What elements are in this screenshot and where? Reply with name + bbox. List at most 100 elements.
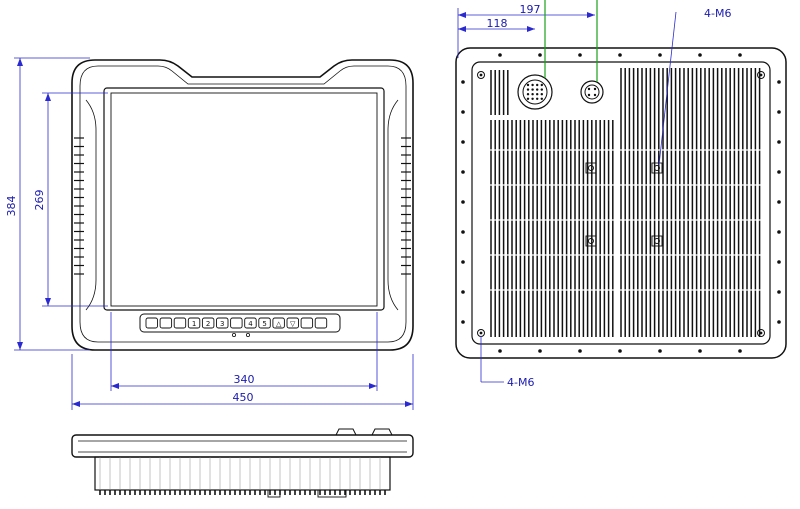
flange-hole (498, 53, 502, 57)
dim-width-overall: 450 (233, 391, 254, 404)
keypad-key[interactable] (159, 317, 173, 329)
dim-height-overall: 384 (5, 196, 18, 217)
flange-hole (777, 290, 781, 294)
flange-hole (698, 53, 702, 57)
keypad-key[interactable]: 4 (244, 317, 257, 329)
flange-hole (777, 110, 781, 114)
flange-hole (461, 260, 465, 264)
indicator-led-2 (245, 332, 250, 337)
flange-hole (461, 320, 465, 324)
connector-pin (536, 83, 539, 87)
mount-hole-bottom-left (477, 329, 485, 337)
flange-hole (777, 320, 781, 324)
keypad-key[interactable] (314, 317, 328, 329)
dim-rear-connector-1: 197 (520, 3, 541, 16)
flange-hole (777, 260, 781, 264)
bottom-bezel (71, 434, 414, 458)
flange-hole (738, 349, 742, 353)
keypad-key[interactable] (145, 317, 158, 329)
flange-hole (777, 140, 781, 144)
flange-hole (777, 230, 781, 234)
flange-hole (777, 200, 781, 204)
flange-hole (658, 53, 662, 57)
connector-pin (536, 97, 539, 101)
flange-hole (461, 110, 465, 114)
flange-hole (461, 80, 465, 84)
keypad-key[interactable]: 2 (201, 317, 215, 329)
front-view: 1 2 3 4 5 △ ▽ (71, 59, 414, 351)
rear-dimensions: 197 118 4-M6 4-M6 (457, 0, 731, 389)
dim-height-screen: 269 (33, 190, 46, 211)
flange-hole (698, 349, 702, 353)
flange-hole (498, 349, 502, 353)
mount-hole-top-left (477, 71, 485, 79)
vesa-nut-3 (585, 235, 597, 247)
rear-view (455, 47, 787, 359)
flange-hole (538, 53, 542, 57)
mount-hole-bottom-right (757, 329, 765, 337)
connector-pin (536, 88, 539, 91)
connector-pin (531, 83, 534, 87)
vesa-nut-2 (651, 162, 663, 174)
flange-hole (618, 53, 622, 57)
keypad-key-label: △ (276, 320, 282, 328)
flange-hole (777, 80, 781, 84)
mount-hole-top-right (757, 71, 765, 79)
connector-pin (540, 83, 543, 87)
connector-pin (536, 93, 539, 96)
keypad-key-label: 1 (192, 320, 196, 328)
front-dimensions: 384 269 340 450 (5, 57, 414, 410)
rear-flange (455, 47, 787, 359)
flange-hole (618, 349, 622, 353)
connector-pin (531, 88, 534, 91)
keypad-key[interactable]: 5 (258, 317, 271, 329)
keypad-key-label: 2 (206, 320, 210, 328)
connector-pin (540, 97, 543, 101)
bottom-connector-2 (371, 428, 393, 436)
keypad-key[interactable] (173, 317, 187, 329)
bottom-port-1 (267, 489, 281, 498)
rear-flange-holes (461, 53, 781, 353)
keypad-key[interactable]: ▽ (286, 317, 299, 329)
keypad-key-label: ▽ (290, 320, 296, 328)
connector-pin (526, 93, 530, 96)
keypad-strip (139, 313, 341, 333)
connector-pin (540, 88, 543, 91)
connector-pin (540, 93, 543, 96)
flange-hole (538, 349, 542, 353)
dim-rear-connector-2: 118 (487, 17, 508, 30)
left-grip-ribs (74, 137, 84, 275)
bottom-connector-1 (335, 428, 357, 436)
connector-pin (526, 88, 530, 91)
keypad-key[interactable]: △ (272, 317, 285, 329)
front-bezel-inner (79, 65, 407, 343)
keypad-keys: 1 2 3 4 5 △ ▽ (145, 317, 328, 329)
rear-connector-large (517, 74, 553, 110)
flange-hole (738, 53, 742, 57)
flange-hole (777, 170, 781, 174)
flange-hole (461, 200, 465, 204)
rear-heatsink-fins (489, 68, 762, 337)
connector-pin (531, 97, 534, 101)
bottom-port-2 (317, 489, 347, 498)
keypad-key-label: 4 (248, 320, 253, 328)
keypad-key[interactable] (230, 317, 243, 329)
dim-width-screen: 340 (234, 373, 255, 386)
keypad-key-label: 3 (220, 320, 224, 328)
keypad-key[interactable]: 1 (187, 317, 201, 329)
screen-frame (103, 87, 385, 311)
flange-hole (461, 290, 465, 294)
keypad-key-label: 5 (262, 320, 266, 328)
callout-mount-bottom: 4-M6 (507, 376, 534, 389)
bottom-housing (94, 456, 391, 491)
flange-hole (658, 349, 662, 353)
rear-housing (471, 61, 771, 345)
vesa-nut-1 (585, 162, 597, 174)
keypad-key[interactable]: 3 (216, 317, 229, 329)
keypad-key[interactable] (300, 317, 314, 329)
screen-display-area (110, 92, 378, 307)
indicator-led-1 (231, 332, 236, 337)
flange-hole (578, 53, 582, 57)
connector-pin (531, 93, 534, 96)
